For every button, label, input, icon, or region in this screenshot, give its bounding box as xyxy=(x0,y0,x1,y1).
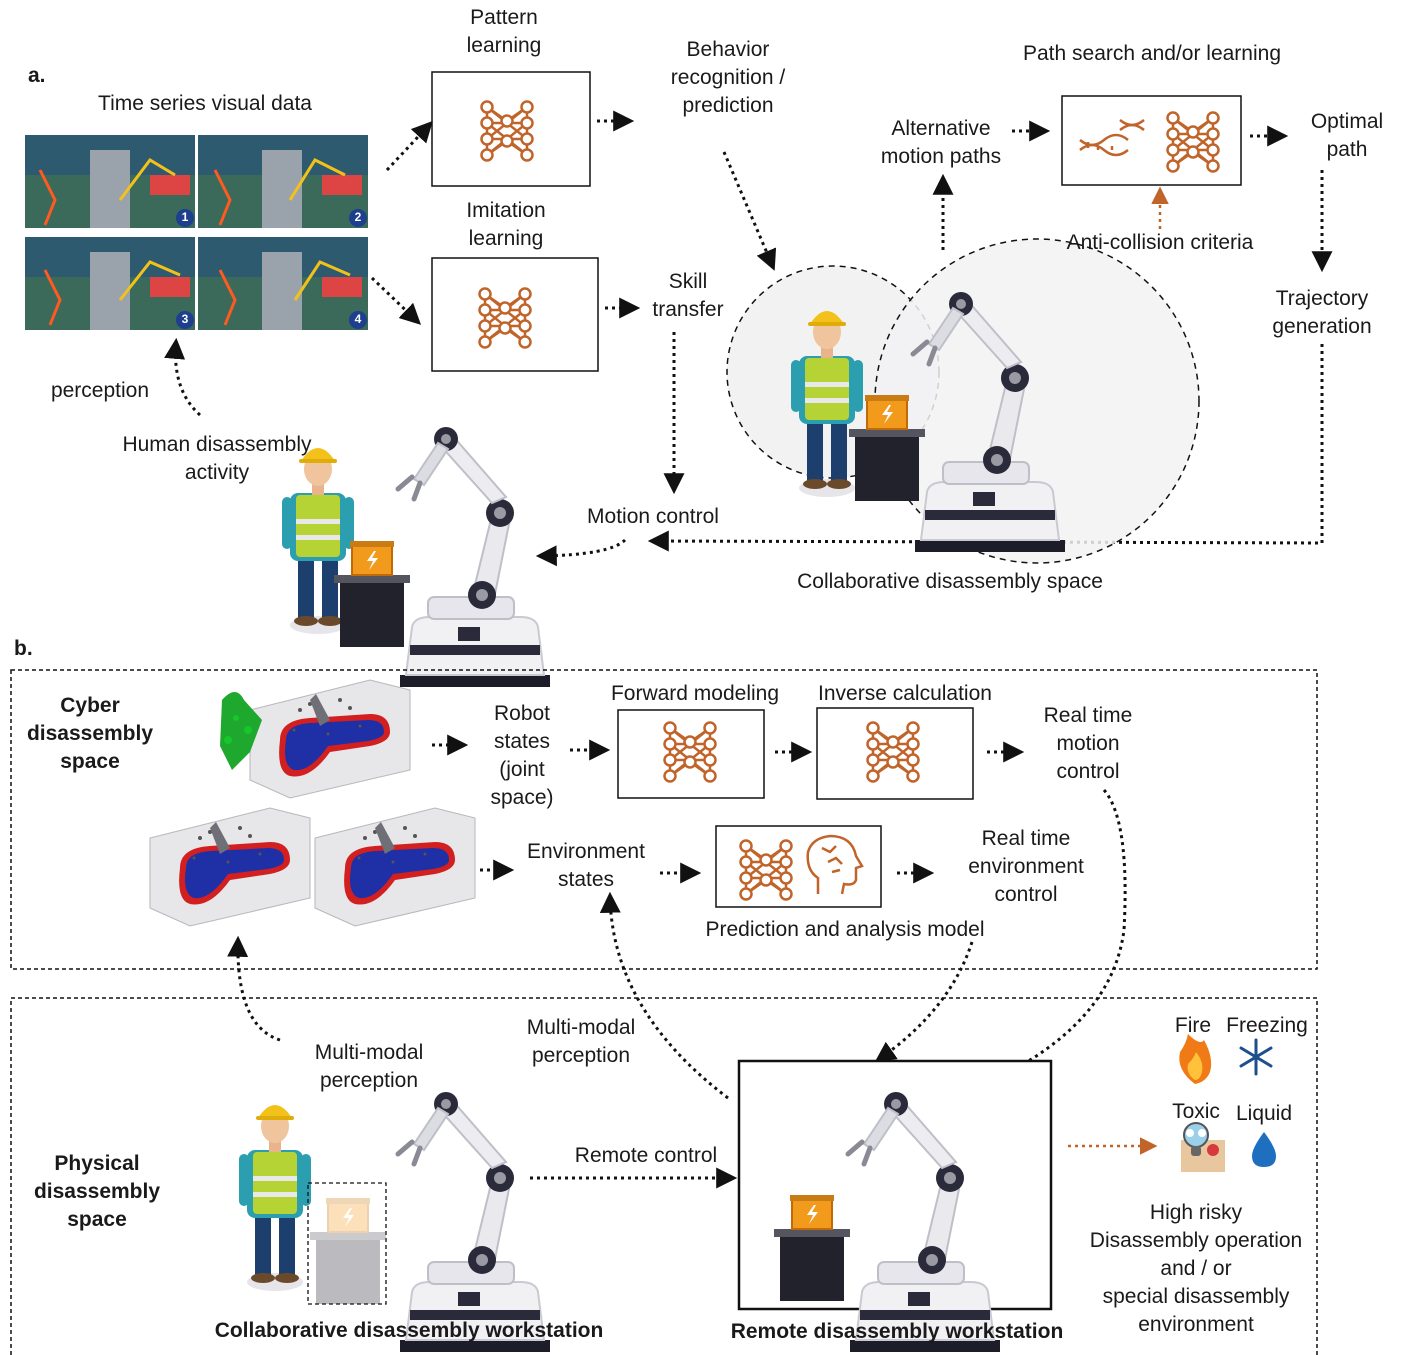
fire-icon xyxy=(1179,1034,1212,1084)
liquid-label: Liquid xyxy=(1235,1102,1293,1125)
imitation-learning-label: Imitation learning xyxy=(466,199,546,250)
multimodal-mid-label: Multi-modal perception xyxy=(526,1016,636,1067)
collaborative-workstation-illustration xyxy=(239,1092,550,1352)
point-cloud-env-2 xyxy=(314,807,476,927)
time-series-title: Time series visual data xyxy=(98,92,312,115)
remote-workstation-label: Remote disassembly workstation xyxy=(730,1320,1064,1343)
forward-modeling-label: Forward modeling xyxy=(610,682,780,705)
human-activity-label: Human disassembly activity xyxy=(122,433,312,484)
motion-control-label: Motion control xyxy=(587,505,719,528)
pattern-learning-label: Pattern learning xyxy=(466,6,542,57)
path-search-label: Path search and/or learning xyxy=(1023,42,1281,65)
pattern-learning-box xyxy=(431,71,591,187)
imitation-learning-box xyxy=(431,257,599,372)
droplet-icon xyxy=(1252,1132,1276,1167)
inverse-model-box xyxy=(816,707,974,800)
robot-states-label: Robot states (joint space) xyxy=(490,702,554,809)
realtime-motion-label: Real time motion control xyxy=(1043,704,1133,783)
optimal-path-label: Optimal path xyxy=(1310,110,1384,161)
forward-model-box xyxy=(617,709,765,799)
prediction-model-label: Prediction and analysis model xyxy=(705,918,985,941)
frame-number: 4 xyxy=(354,312,362,326)
inverse-calculation-label: Inverse calculation xyxy=(818,682,992,705)
snowflake-icon xyxy=(1239,1038,1273,1076)
point-cloud-env-1 xyxy=(149,807,311,927)
panel-b-label: b. xyxy=(14,637,33,660)
frame-number: 3 xyxy=(181,312,189,326)
anti-collision-label: Anti-collision criteria xyxy=(1066,231,1254,254)
collab-workstation-label: Collaborative disassembly workstation xyxy=(214,1319,604,1342)
collab-space-label: Collaborative disassembly space xyxy=(797,570,1103,593)
point-cloud-robot xyxy=(220,679,411,799)
environment-states-label: Environment states xyxy=(527,840,645,891)
realtime-env-label: Real time environment control xyxy=(968,827,1084,906)
multimodal-left-label: Multi-modal perception xyxy=(314,1041,424,1092)
toxic-label: Toxic xyxy=(1172,1100,1220,1123)
alternative-paths-label: Alternative motion paths xyxy=(880,117,1002,168)
high-risk-label: High risky Disassembly operation and / o… xyxy=(1089,1201,1303,1336)
flow-arrows-a xyxy=(164,110,1333,567)
remote-control-label: Remote control xyxy=(574,1144,718,1167)
perception-label: perception xyxy=(50,379,150,402)
panel-a-label: a. xyxy=(28,64,46,87)
skill-transfer-label: Skill transfer xyxy=(652,270,724,321)
cyber-space-label: Cyber disassembly space xyxy=(26,694,154,773)
gas-mask-icon xyxy=(1181,1122,1225,1172)
frame-number: 2 xyxy=(354,210,362,224)
video-frame-grid xyxy=(25,135,368,330)
frame-number: 1 xyxy=(181,210,189,224)
physical-space-label: Physical disassembly space xyxy=(33,1152,161,1231)
freezing-label: Freezing xyxy=(1226,1014,1308,1037)
behavior-recognition-label: Behavior recognition / prediction xyxy=(670,38,786,117)
physical-space-frame xyxy=(10,997,1318,1355)
brain-icon xyxy=(806,834,864,895)
dna-icon xyxy=(1079,119,1145,157)
fire-label: Fire xyxy=(1174,1014,1212,1037)
trajectory-generation-label: Trajectory generation xyxy=(1272,287,1372,338)
cyber-space-frame xyxy=(10,669,1318,970)
collaborative-space-illustration xyxy=(726,238,1200,564)
